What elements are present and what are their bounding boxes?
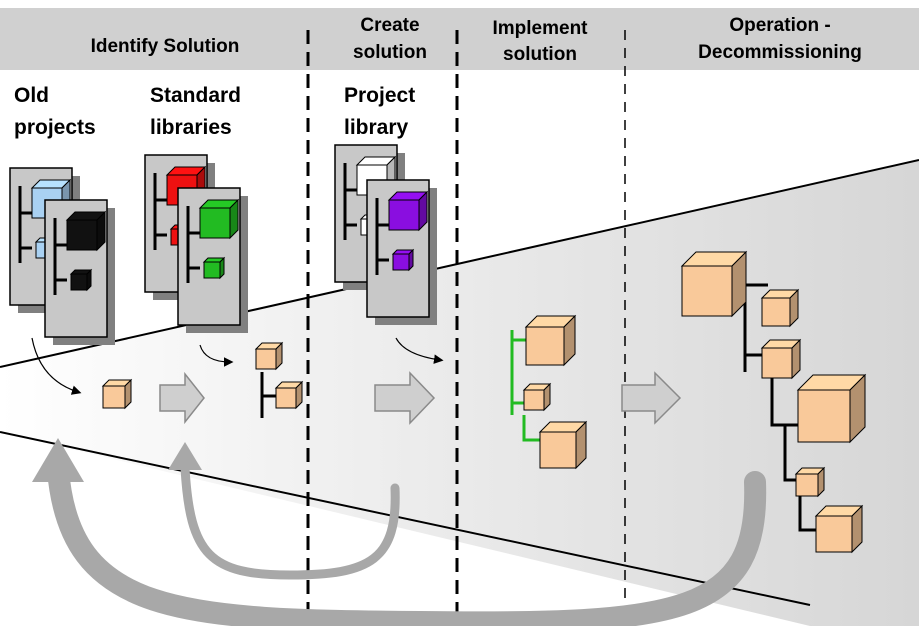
implement-cube-large <box>524 314 577 367</box>
project-library-label-1: Project <box>344 84 415 107</box>
project-library-label-2: library <box>344 116 409 139</box>
phase-create-label-2: solution <box>353 42 427 63</box>
component-cubes <box>101 250 867 554</box>
operation-cube-a <box>760 288 800 328</box>
operation-cube-e <box>814 504 864 554</box>
operation-cube-d <box>794 466 826 498</box>
phase-implement-label-1: Implement <box>492 18 588 39</box>
cube-large <box>198 198 240 240</box>
pointer-arrow-standard <box>199 344 234 367</box>
feedback-arrow-outer-head <box>32 438 84 482</box>
flow-arrow-identify <box>159 371 205 425</box>
operation-cube-c <box>796 373 867 444</box>
project-library-card-front <box>366 179 437 325</box>
phase-dividers <box>306 30 626 615</box>
feedback-arrow-outer <box>47 459 767 626</box>
solution-cube-bottom <box>274 380 304 410</box>
funnel <box>0 159 919 626</box>
cube-large <box>387 190 429 232</box>
operation-cube-large <box>680 250 748 318</box>
old-projects-card-front <box>44 199 115 345</box>
flow-arrow-implement <box>621 371 682 425</box>
standard-libraries-card-front <box>177 187 248 333</box>
standard-libraries-label-1: Standard <box>150 84 241 107</box>
phase-operation-label-2: Decommissioning <box>698 42 862 63</box>
operation-cube-b <box>760 338 802 380</box>
old-projects-label-2: projects <box>14 116 96 139</box>
library-cards <box>9 144 437 345</box>
phase-implement-label-2: solution <box>503 44 577 65</box>
solution-cube-identify <box>101 378 133 410</box>
operation-tree-branch <box>770 372 800 427</box>
solution-cube-top <box>254 341 284 371</box>
phase-identify-label: Identify Solution <box>91 36 240 57</box>
header-band <box>0 8 919 70</box>
standard-libraries-label-2: libraries <box>150 116 232 139</box>
flow-arrow-create <box>374 371 436 425</box>
flow-arrows <box>159 371 682 425</box>
cube-small <box>391 248 415 272</box>
feedback-arrow-inner-head <box>168 442 202 470</box>
cube-small <box>202 256 226 280</box>
feedback-arrows <box>32 438 767 626</box>
cube-small <box>69 268 93 292</box>
operation-tree-branch <box>783 425 800 482</box>
phase-create-label-1: Create <box>360 15 419 36</box>
cube-large <box>65 210 107 252</box>
implement-cube-small <box>522 382 552 412</box>
operation-tree-branch <box>798 480 818 532</box>
implement-cube-bottom <box>538 420 588 470</box>
pointer-arrows <box>31 337 444 395</box>
feedback-arrow-inner <box>180 463 400 580</box>
old-projects-label-1: Old <box>14 84 49 107</box>
pointer-arrow-project <box>395 337 444 364</box>
pointer-arrow-old <box>31 337 82 395</box>
phase-operation-label-1: Operation - <box>729 15 830 36</box>
implement-tree-branch <box>522 415 540 442</box>
